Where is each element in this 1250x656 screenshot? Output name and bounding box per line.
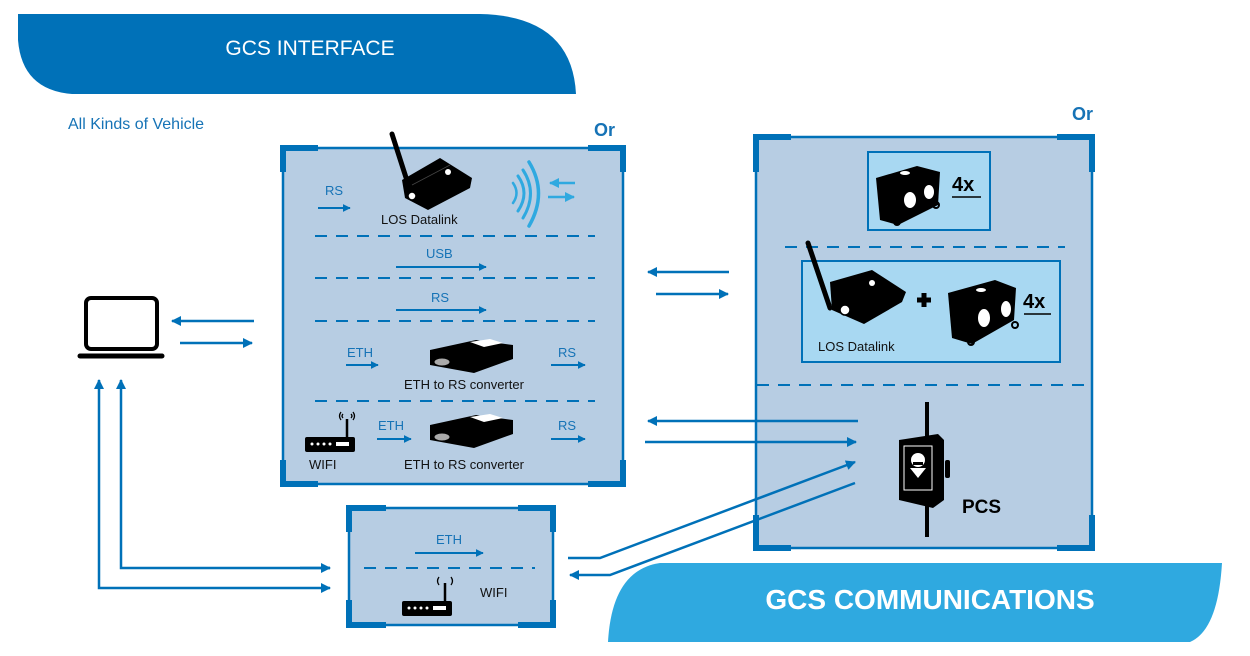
arrow-pcs-to-wifi [569,481,856,580]
rs-out-label: RS [558,345,577,360]
eth-label: ETH [347,345,373,360]
header-title: GCS INTERFACE [225,37,395,60]
converter-label: ETH to RS converter [404,377,524,392]
wifi-label: WIFI [309,457,337,472]
rs-label: RS [325,183,344,198]
los-datalink-label-2: LOS Datalink [818,339,895,354]
converter-icon [430,339,513,373]
arrow-wifi-to-pcs [568,460,856,560]
plus-icon [917,293,931,307]
header-subtitle: All Kinds of Vehicle [68,116,205,133]
pcs-icon [899,402,950,537]
los-datalink-icon [389,131,472,210]
los-datalink-label: LOS Datalink [381,212,458,227]
or-label-interface: Or [594,120,616,140]
multiplier-label-2: 4x [1023,291,1046,313]
antenna-unit-icon-2 [948,280,1019,346]
laptop-icon [77,296,165,359]
wifi-router-icon-2 [402,576,454,616]
eth-label-2: ETH [378,418,404,433]
usb-label: USB [426,246,453,261]
arrow-laptop-to-wifi-2 [94,379,331,593]
footer-banner [608,563,1222,642]
converter-icon-2 [430,414,513,448]
converter-label-2: ETH to RS converter [404,457,524,472]
radio-waves-icon [511,160,541,228]
footer-title: GCS COMMUNICATIONS [765,584,1095,615]
wifi-box-wifi-label: WIFI [480,585,508,600]
pcs-label: PCS [962,497,1002,518]
or-label-comms: Or [1072,104,1094,124]
los-datalink-icon-2 [805,240,906,324]
header-banner [18,14,576,94]
multiplier-label: 4x [952,174,975,196]
antenna-unit-icon [876,166,940,226]
rs-label-2: RS [431,290,450,305]
rs-out-label-2: RS [558,418,577,433]
wifi-box-eth-label: ETH [436,532,462,547]
